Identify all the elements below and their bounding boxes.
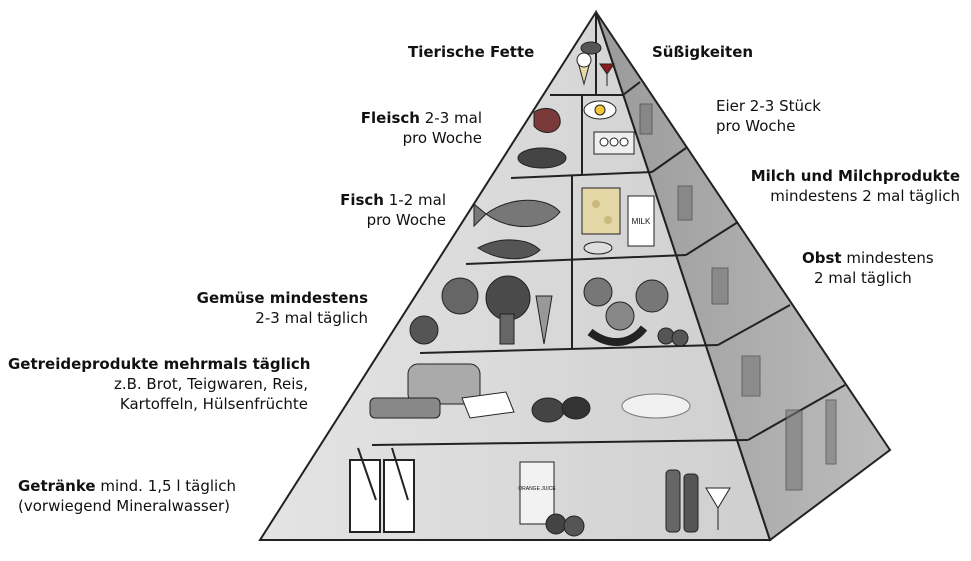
label-eier: Eier 2-3 Stück pro Woche [716, 96, 821, 136]
label-gemuese: Gemüse mindestens 2-3 mal täglich [190, 288, 368, 328]
label-obst: Obst mindestens 2 mal täglich [802, 248, 934, 288]
label-getraenke: Getränke mind. 1,5 l täglich (vorwiegend… [18, 476, 236, 516]
label-fisch: Fisch 1-2 mal pro Woche [290, 190, 446, 230]
label-suessigkeiten: Süßigkeiten [652, 42, 753, 62]
milk-carton-label: MILK [632, 217, 651, 226]
label-tierische-fette: Tierische Fette [408, 42, 534, 62]
label-milch: Milch und Milchprodukte mindestens 2 mal… [722, 166, 960, 206]
label-fleisch: Fleisch 2-3 mal pro Woche [330, 108, 482, 148]
juice-carton-label: ORANGE JUICE [518, 486, 556, 492]
label-getreide: Getreideprodukte mehrmals täglich z.B. B… [8, 354, 308, 414]
